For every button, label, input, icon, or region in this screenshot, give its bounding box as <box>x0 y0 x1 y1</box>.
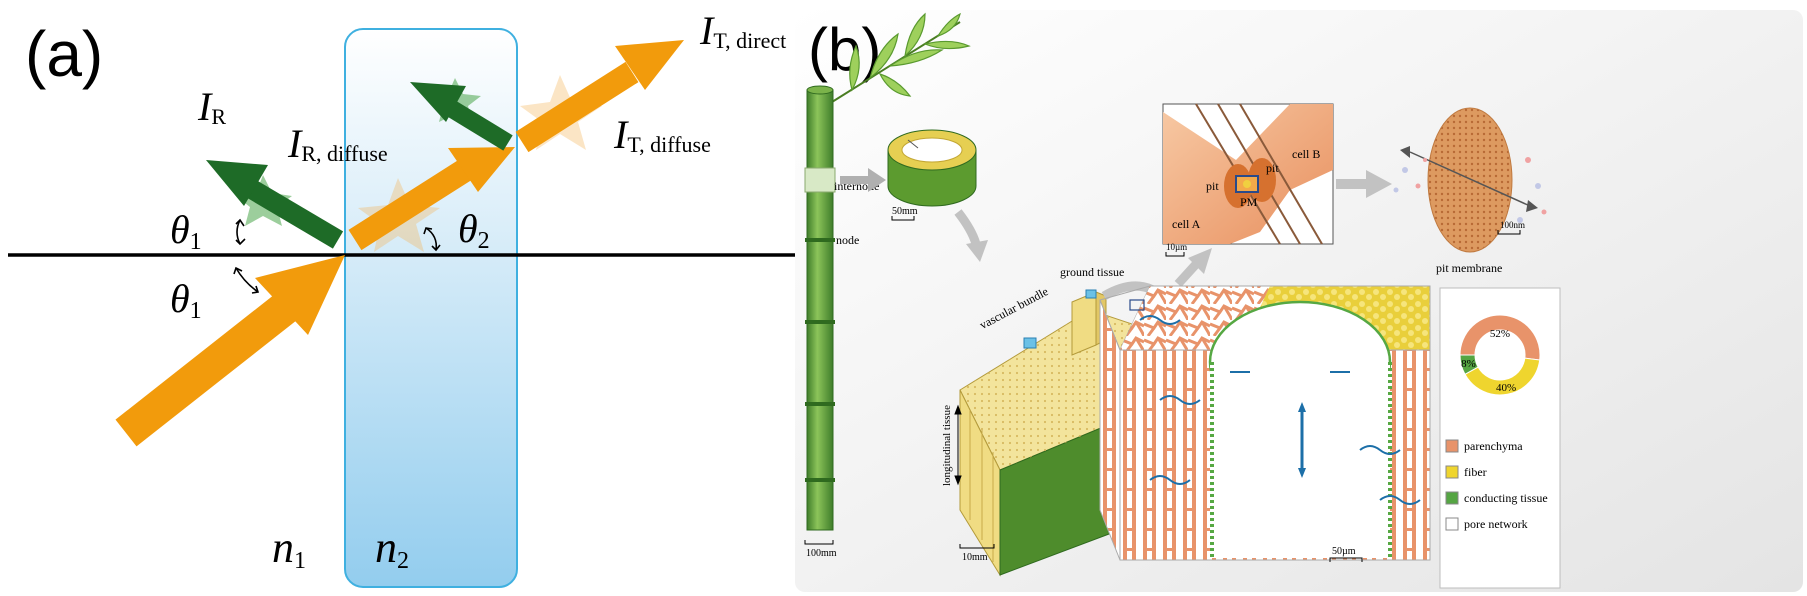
reflected-arrow <box>206 160 344 249</box>
arrow-tissue-to-cells <box>1174 248 1212 288</box>
legend-swatch <box>1445 491 1459 505</box>
tissue-detail-cube <box>1099 285 1431 561</box>
slab-n2 <box>344 28 518 588</box>
svg-text:50mm: 50mm <box>892 206 918 217</box>
incident-arrow <box>115 255 345 447</box>
label-cell-a: cell A <box>1172 217 1201 231</box>
label-i-t-direct: IT, direct <box>699 8 786 53</box>
scale-bar-block: 10mm <box>959 544 995 563</box>
label-pit-membrane: pit membrane <box>1436 261 1502 275</box>
label-n1: n1 <box>272 523 306 574</box>
scale-bar-culm: 100mm <box>804 540 837 559</box>
legend-swatch <box>1445 517 1459 531</box>
svg-text:10mm: 10mm <box>962 552 988 563</box>
label-pit-left: pit <box>1206 179 1219 193</box>
angle-arc-lower <box>233 266 260 294</box>
arrow-culm-to-ring <box>840 168 886 192</box>
legend-label: parenchyma <box>1464 439 1523 453</box>
pit-membrane <box>1393 107 1547 253</box>
donut-hole <box>1475 330 1525 380</box>
panel-a-label: (a) <box>25 18 103 90</box>
label-node: node <box>836 233 859 247</box>
panel-a: (a) <box>8 8 800 588</box>
panel-b: (b) internode node 100mm <box>795 10 1803 592</box>
label-theta2: θ2 <box>458 206 490 254</box>
legend-swatch <box>1445 465 1459 479</box>
culm-ring <box>887 129 977 207</box>
legend-label: conducting tissue <box>1464 491 1548 505</box>
angle-arc-inside <box>423 227 441 252</box>
cell-microview <box>1162 103 1334 245</box>
label-theta1-lower: θ1 <box>170 276 202 324</box>
panel-b-label: (b) <box>808 16 881 83</box>
label-i-t-diffuse: IT, diffuse <box>613 112 711 157</box>
refracted-arrow <box>348 147 515 251</box>
svg-text:100mm: 100mm <box>806 548 837 559</box>
angle-arc-upper <box>235 218 246 246</box>
donut-slice <box>1459 354 1479 375</box>
scale-bar-cell: 10µm <box>1165 242 1187 257</box>
label-i-r: IR <box>197 84 226 129</box>
label-i-r-diffuse: IR, diffuse <box>287 121 388 166</box>
arrow-cells-to-membrane <box>1336 170 1392 198</box>
label-ground-tissue: ground tissue <box>1060 265 1124 279</box>
legend-label: fiber <box>1464 465 1487 479</box>
label-n2: n2 <box>375 523 409 574</box>
label-cell-b: cell B <box>1292 147 1320 161</box>
scale-bar-membrane: 100nm <box>1497 220 1525 235</box>
legend-swatch <box>1445 439 1459 453</box>
donut-slice-label: 52% <box>1490 328 1510 340</box>
legend-label: pore network <box>1464 517 1528 531</box>
label-pit-right: pit <box>1266 161 1279 175</box>
bamboo-leaves <box>831 12 971 103</box>
svg-text:50µm: 50µm <box>1332 546 1356 557</box>
scale-bar-tissue: 50µm <box>1329 546 1363 562</box>
svg-text:10µm: 10µm <box>1166 242 1187 252</box>
label-pm: PM <box>1240 195 1258 209</box>
internal-reflected-arrow <box>410 82 513 151</box>
composition-legend: 52% 40% 8% parenchyma fiber conducting tissu… <box>1439 287 1561 589</box>
label-theta1-upper: θ1 <box>170 207 202 255</box>
donut-slice <box>1459 314 1541 361</box>
flow-arrows <box>1139 315 1421 505</box>
composition-donut: 52% 40% 8% <box>1459 314 1541 396</box>
longitudinal-arrow <box>954 404 962 486</box>
label-longitudinal-tissue: longitudinal tissue <box>941 405 953 486</box>
donut-slice-label: 8% <box>1461 358 1476 370</box>
arrow-ring-to-block <box>954 209 988 262</box>
bamboo-culm <box>804 85 836 531</box>
donut-slice-label: 40% <box>1496 382 1516 394</box>
scale-bar-ring: 50mm <box>891 206 918 221</box>
svg-text:100nm: 100nm <box>1500 220 1525 230</box>
transmitted-direct-arrow <box>515 40 684 153</box>
